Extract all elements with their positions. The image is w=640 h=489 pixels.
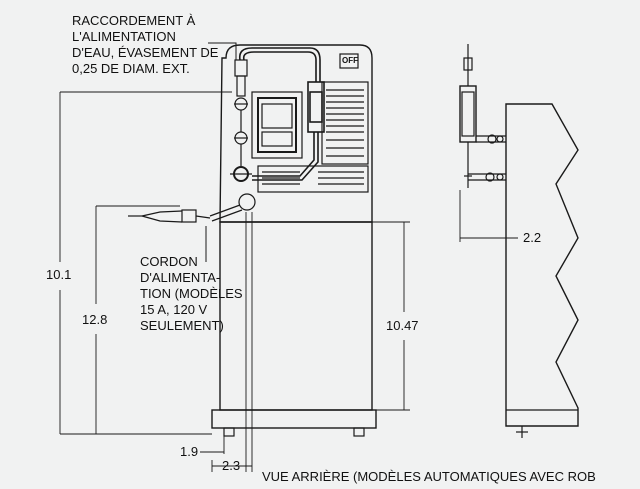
off-switch-label: OFF [342,56,358,65]
machine-body [211,44,377,437]
lower-labels [257,165,369,193]
water-connection-label-line-3: D'EAU, ÉVASEMENT DE [72,45,219,60]
power-cord-label-line-2: D'ALIMENTA- [140,270,221,285]
side-view [459,44,579,438]
rear-plate [251,91,303,159]
water-connection-label-line-4: 0,25 DE DIAM. EXT. [72,61,190,76]
cabinet-height-dimension: 10.47 [386,318,419,333]
overall-height-dimension: 10.1 [46,267,72,282]
water-connection-label-line-2: L'ALIMENTATION [72,29,176,44]
foot-spacing-dimension: 2.3 [222,458,241,473]
water-tubing [238,47,325,181]
power-cord-label-line-5: SEULEMENT) [140,318,224,333]
inlet-fitting [230,59,252,182]
caption: VUE ARRIÈRE (MODÈLES AUTOMATIQUES AVEC R… [262,469,596,484]
foot-offset-dimension: 1.9 [180,444,199,459]
water-connection-label-line-1: RACCORDEMENT À [72,13,196,28]
power-cord-label-line-1: CORDON [140,254,198,269]
off-switch [339,53,359,69]
label-panel [321,81,369,165]
cord-height-dimension: 12.8 [82,312,108,327]
power-cord-label-line-4: 15 A, 120 V [140,302,208,317]
side-offset-dimension: 2.2 [523,230,542,245]
power-cord-label-line-3: TION (MODÈLES [140,286,243,301]
power-cord [128,193,256,223]
dimension-lines [59,91,410,472]
